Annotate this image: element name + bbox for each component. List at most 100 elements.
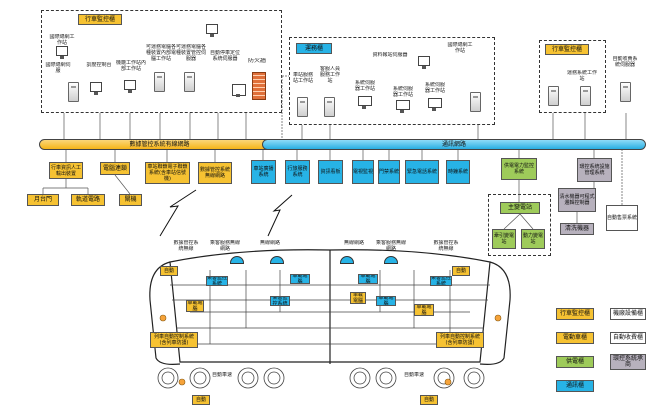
wheel-label-left: 自動車速 [211,372,232,378]
comm-subsystem-5: 門禁系統 [378,160,400,184]
train-box-8: 乘客監控系統 [270,296,290,306]
train-top-right-1: 無線網路 [343,240,364,246]
mid-dev-5: 系統伺服器工作站 [392,86,413,98]
atc-box-right: 列車自動控制系統(含列車防護) [436,332,484,348]
station-interlock-box: 車站聯鎖電子聯鎖系統(含車站信號機) [145,162,190,184]
server-icon [580,86,591,106]
main-substation-box: 主變電站 [500,202,540,214]
comm-subsystem-2: 行旅服務系統 [285,160,310,184]
comm-center-group [289,37,495,125]
ops-wired-network-bus: 數據管控系統有線網路 [39,139,280,150]
wheel-label-right: 自動車速 [403,372,424,378]
server-icon [154,72,165,92]
legend-ev: 電動車櫃 [556,332,594,344]
train-box-6: 車載電腦 [350,292,366,304]
fare-box: 自動售票系統 [606,205,638,231]
dev-label-6: 可運務電腦各種裝置管控伺服器 [176,44,206,62]
legend-fare: 自動收費櫃 [610,332,646,344]
server-icon [620,82,631,102]
antenna-icon [270,256,284,264]
interlocking-box: 電腦連鎖 [100,162,130,175]
train-box-5: 車載電腦 [186,300,204,312]
cleaner-box: 清洗機器 [560,223,594,235]
wireless-network-box: 數據管控系統無線網路 [198,162,232,184]
train-box-4: 乘客監控系統 [430,276,452,286]
right-dev-1: 運務系統工作站 [566,70,597,82]
dev-label-2: 國際總網伺服 [45,62,71,74]
train-top-right-2: 乘客服務無線網路 [376,240,406,252]
server-icon [68,82,79,102]
traction-substation-box: 牽引變電站 [492,229,516,249]
car-box-right: 自動 [452,266,470,276]
dev-label-1: 國際總網工作站 [49,34,75,46]
dev-label-7: 自動停車定位系統伺服器 [209,50,240,62]
legend-depot: 機廠設備櫃 [610,308,646,320]
dev-label-5: 可運務電腦各種裝置內部電腦工作站 [146,44,176,62]
right-dev-3: 自動收費系統伺服器 [612,56,638,68]
car-box-left: 自動 [160,266,178,276]
comm-subsystem-7: 時鐘系統 [446,160,470,184]
legend-env: 環控系統承商 [610,354,646,370]
train-top-left-1: 數據管控系統無線 [173,240,199,252]
antenna-icon [384,256,398,264]
track-circuit-box: 軌道電路 [71,194,105,206]
train-top-left-2: 乘客服務無線網路 [210,240,240,252]
mid-dev-2: 客服人員服務工作站 [319,66,340,84]
top-label-ops: 行車監控櫃 [78,14,122,25]
control-center-group [41,10,282,113]
antenna-icon [340,256,354,264]
gate-box: 閘機 [119,194,142,206]
comm-subsystem-6: 緊急電話系統 [405,160,439,184]
console-icon [428,98,442,111]
scada-box: 供電電力監控系統 [501,158,537,180]
mid-dev-7: 國際總網工作站 [447,42,473,54]
train-top-left-3: 無線網路 [259,240,280,246]
mid-dev-4: 系統伺服器工作站 [354,80,375,92]
comm-subsystem-4: 電視監視 [352,160,374,184]
antenna-icon [230,256,244,264]
mid-dev-6: 系統伺服器工作站 [424,82,445,94]
legend-comm: 通訊櫃 [556,380,594,392]
firewall-icon [252,72,266,100]
train-box-2: 車載電腦 [290,274,310,284]
train-box-1: 乘客監控系統 [206,276,228,286]
comm-subsystem-1: 車站廣播系統 [251,160,276,184]
bottom-box-right: 自動 [420,395,438,405]
top-label-comm: 運務櫃 [296,43,332,54]
server-icon [470,92,481,112]
legend-ops: 行車監控櫃 [556,308,594,320]
printer-icon [232,84,246,97]
train-box-3: 車載電腦 [358,274,378,284]
mid-dev-1: 車站服務站工作站 [292,72,313,84]
comm-network-bus: 通訊網路 [262,139,646,150]
legend-power: 供電櫃 [556,356,594,368]
mid-dev-3: 資料報站伺服器 [372,52,408,58]
clean-plc-box: 清水機器可程式邏輯控制器 [558,188,596,212]
env-control-box: 環控系統設施管理系統 [577,158,612,182]
dev-label-4: 機廠工作站內部工作站 [116,60,146,72]
atc-box-left: 列車自動控制系統(含列車防護) [150,332,198,348]
monitor-icon [56,46,68,59]
monitor-icon [418,56,430,69]
pid-output-box: 行車資訊人工輸出裝置 [49,162,83,179]
server-icon [297,97,308,117]
power-group [488,194,551,256]
firewall-label: 防火牆 [247,58,266,64]
comm-subsystem-3: 資訊看板 [318,160,343,184]
platform-door-box: 月台門 [27,194,59,206]
right-control-group [539,40,606,113]
server-icon [548,86,559,106]
train-box-7: 車載電腦 [414,304,434,316]
server-icon [184,72,195,92]
dev-label-3: 調度控制台 [86,62,112,68]
server-icon [324,97,335,117]
top-label-ops-right: 行車監控櫃 [545,44,589,55]
console-icon [396,100,410,113]
train-box-9: 車載電腦 [376,296,396,306]
monitor-icon [90,82,102,95]
monitor-icon [124,80,136,93]
console-icon [358,96,372,109]
bottom-box-left: 自動 [192,395,210,405]
train-top-right-3: 數據管控系統無線 [433,240,459,252]
